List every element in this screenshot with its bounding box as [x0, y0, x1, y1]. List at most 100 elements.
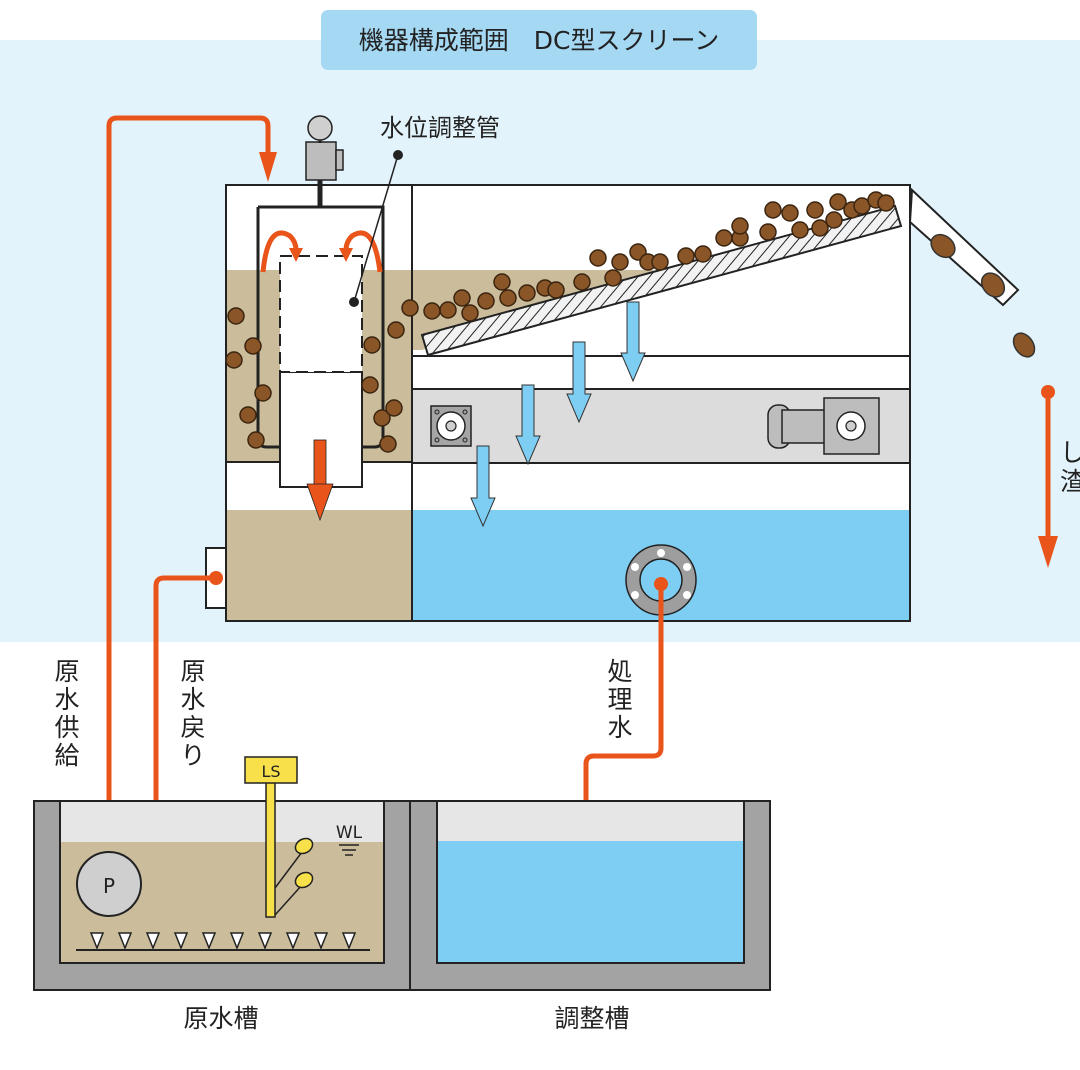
svg-text:原: 原 [180, 657, 205, 686]
svg-text:理: 理 [607, 685, 632, 714]
adjust-tank-water [437, 841, 744, 963]
svg-text:し: し [1060, 438, 1080, 467]
solid-in-chute [980, 272, 1006, 298]
solid-particle [453, 289, 471, 307]
bearing-icon [430, 405, 472, 447]
solid-particle [477, 292, 495, 310]
svg-text:P: P [103, 874, 115, 898]
svg-text:水: 水 [54, 685, 79, 714]
solid-particle [247, 431, 265, 449]
solid-particle [461, 304, 479, 322]
filtrate-arrow [566, 341, 592, 424]
solid-particle [401, 299, 419, 317]
solid-particle [764, 201, 782, 219]
solid-particle [589, 249, 607, 267]
filtrate-arrow [620, 301, 646, 383]
actuator-icon [305, 115, 344, 207]
solid-particle [227, 307, 245, 325]
solid-particle [825, 211, 843, 229]
solid-particle [547, 281, 565, 299]
svg-text:供: 供 [54, 713, 79, 742]
solid-particle [677, 247, 695, 265]
solid-particle [791, 221, 809, 239]
svg-text:水: 水 [180, 685, 205, 714]
outflow-arrow [306, 439, 334, 522]
solid-particle [806, 201, 824, 219]
screenings-line [1038, 385, 1058, 568]
overflow-arrow-left [260, 230, 299, 273]
solid-particle [373, 409, 391, 427]
diffuser-nozzle [117, 932, 133, 951]
solid-particle [573, 273, 591, 291]
solid-particle [361, 376, 379, 394]
solid-particle [254, 384, 272, 402]
raw-water-tank: P LS WL [33, 756, 411, 991]
raw-tank-label: 原水槽 [183, 1004, 258, 1033]
solid-particle [604, 269, 622, 287]
svg-text:WL: WL [336, 823, 363, 843]
svg-text:渣: 渣 [1060, 467, 1080, 496]
diffuser-nozzle [285, 932, 301, 951]
solid-particle [694, 245, 712, 263]
level-pipe-label: 水位調整管 [380, 114, 500, 142]
screen-unit: 水位調整管 [205, 114, 1036, 622]
diffuser-nozzle [145, 932, 161, 951]
solid-particle [239, 406, 257, 424]
solid-particle [379, 435, 397, 453]
solid-particle [385, 399, 403, 417]
solid-particle [499, 289, 517, 307]
pump-icon: P [76, 851, 142, 917]
solids-group [225, 191, 895, 453]
solid-particle [781, 204, 799, 222]
motor-icon [767, 397, 880, 455]
diffuser-nozzle [313, 932, 329, 951]
svg-text:給: 給 [54, 741, 79, 770]
solid-particle [439, 301, 457, 319]
solid-particle [811, 219, 829, 237]
screenings-label: し 渣 [1060, 438, 1080, 496]
solid-particle [518, 284, 536, 302]
svg-text:水: 水 [607, 713, 632, 742]
solid-in-chute [930, 233, 956, 259]
solid-particle [731, 217, 749, 235]
solid-particle [225, 351, 243, 369]
filtrate-arrow [515, 384, 541, 466]
level-switch-icon: LS [244, 756, 314, 918]
leader-line [353, 154, 399, 303]
solid-particle [759, 223, 777, 241]
raw-water-lower [227, 510, 411, 620]
raw-return-line [153, 575, 216, 812]
diffuser-nozzle [257, 932, 273, 951]
inclined-screen [420, 204, 903, 357]
solid-particle [493, 273, 511, 291]
solid-particle [877, 194, 895, 212]
adjust-tank-label: 調整槽 [554, 1004, 629, 1033]
diffuser-nozzle [201, 932, 217, 951]
diffuser-nozzle [341, 932, 357, 951]
filtrate-arrows [470, 301, 646, 528]
svg-text:処: 処 [607, 657, 632, 686]
svg-text:り: り [180, 741, 205, 770]
filtrate-arrow [470, 445, 496, 528]
treated-line [583, 584, 664, 812]
raw-return-label: 原 水 戻 り [180, 657, 205, 770]
svg-text:原: 原 [54, 657, 79, 686]
treated-label: 処 理 水 [607, 657, 632, 742]
raw-supply-line [106, 115, 271, 888]
overflow-arrow-right [343, 230, 383, 273]
solid-particle [611, 253, 629, 271]
diffuser-nozzle [173, 932, 189, 951]
solid-particle [387, 321, 405, 339]
svg-text:LS: LS [261, 762, 280, 781]
diffuser-nozzle [229, 932, 245, 951]
diffuser-row [89, 932, 357, 951]
diffuser-nozzle [89, 932, 105, 951]
solid-falling [1012, 332, 1036, 358]
solid-particle [715, 229, 733, 247]
solid-particle [244, 337, 262, 355]
solid-particle [651, 253, 669, 271]
solid-particle [829, 193, 847, 211]
svg-text:戻: 戻 [180, 713, 205, 742]
raw-supply-arrowhead [259, 152, 277, 182]
